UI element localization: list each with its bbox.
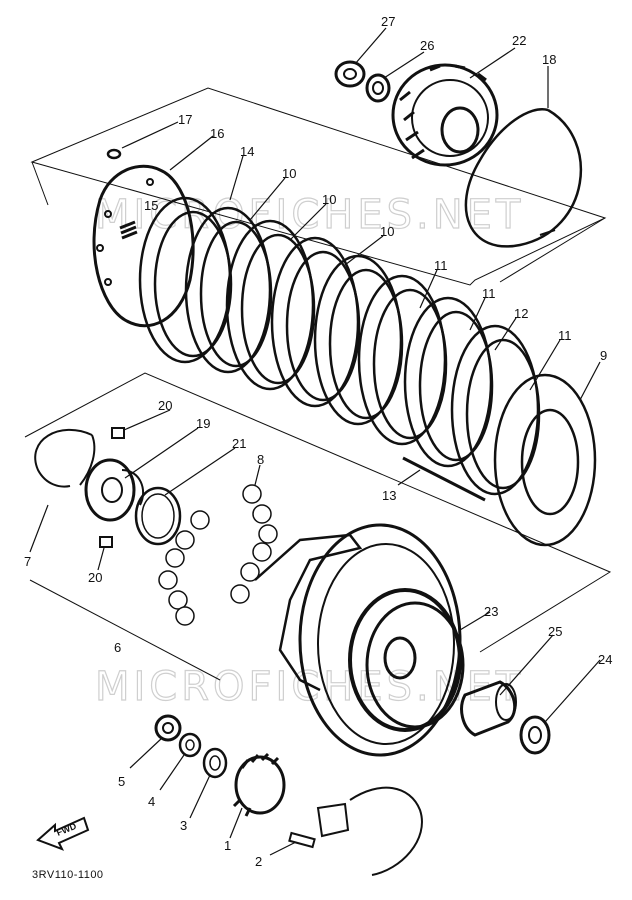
callout-20-bottom: 20: [88, 570, 102, 585]
callout-9: 9: [600, 348, 607, 363]
part-22-gear-boss: [391, 63, 499, 167]
part-19-lever: [84, 458, 145, 522]
callout-10b: 10: [322, 192, 336, 207]
lower-boundary-bottom: [29, 579, 221, 681]
callout-23: 23: [484, 604, 498, 619]
part-18-circlip: [464, 107, 583, 248]
part-20-bush-bottom: [99, 536, 113, 548]
part-7-wire-clip: [34, 429, 96, 488]
leader-lines: [29, 27, 601, 856]
callout-11a: 11: [434, 258, 448, 273]
callout-13: 13: [382, 488, 396, 503]
part-8-balls: [158, 484, 278, 626]
part-17-bolt: [106, 148, 122, 160]
lower-boundary-outline: [24, 372, 612, 653]
callout-16: 16: [210, 126, 224, 141]
callout-17: 17: [178, 112, 192, 127]
diagram-code: 3RV110-1100: [32, 869, 104, 881]
callout-4: 4: [148, 794, 155, 809]
part-24-washer: [519, 715, 551, 755]
callout-27: 27: [381, 14, 395, 29]
part-21-ring: [134, 486, 182, 546]
callout-2: 2: [255, 854, 262, 869]
part-20-bush-top: [111, 427, 125, 439]
part-4-washer: [178, 732, 202, 758]
callout-7: 7: [24, 554, 31, 569]
callout-3: 3: [180, 818, 187, 833]
part-6-clutch-housing: [254, 523, 462, 757]
part-9-clutch-boss: [493, 373, 597, 547]
callout-11c: 11: [558, 328, 572, 343]
crankshaft-stub: [316, 786, 423, 876]
callout-1: 1: [224, 838, 231, 853]
callout-10c: 10: [380, 224, 394, 239]
callout-labels: 27 26 22 18 17 16 15 14 10 10 10 11 11 1…: [24, 14, 612, 869]
upper-boundary-outline: [30, 87, 607, 286]
part-23-o-ring: [365, 601, 465, 729]
part-2-key: [288, 831, 316, 849]
part-15-spring: [119, 220, 138, 240]
part-25-bushing: [460, 680, 517, 737]
callout-12: 12: [514, 306, 528, 321]
callout-24: 24: [598, 652, 612, 667]
part-5-nut: [154, 714, 182, 742]
callout-19: 19: [196, 416, 210, 431]
callout-14: 14: [240, 144, 254, 159]
upper-boundary-edge-right: [499, 217, 606, 283]
part-13-push-rod: [402, 456, 486, 502]
callout-25: 25: [548, 624, 562, 639]
watermark-top: MICROFICHES.NET: [95, 192, 524, 238]
part-12-plate: [403, 296, 493, 468]
clutch-plate-stack: [138, 196, 597, 547]
callout-18: 18: [542, 52, 556, 67]
callout-11b: 11: [482, 286, 496, 301]
callout-6: 6: [114, 640, 121, 655]
callout-20-top: 20: [158, 398, 172, 413]
part-27-nut: [334, 60, 366, 88]
callout-22: 22: [512, 33, 526, 48]
callout-8: 8: [257, 452, 264, 467]
callout-10a: 10: [282, 166, 296, 181]
part-26-washer: [365, 73, 391, 103]
fwd-arrow-icon: FWD: [36, 816, 90, 851]
upper-boundary-edge: [31, 161, 49, 206]
part-1-drive-gear: [232, 752, 286, 817]
callout-26: 26: [420, 38, 434, 53]
callout-5: 5: [118, 774, 125, 789]
callout-15: 15: [144, 198, 158, 213]
callout-21: 21: [232, 436, 246, 451]
part-16-pressure-plate: [92, 164, 195, 328]
part-3-washer: [202, 747, 228, 779]
